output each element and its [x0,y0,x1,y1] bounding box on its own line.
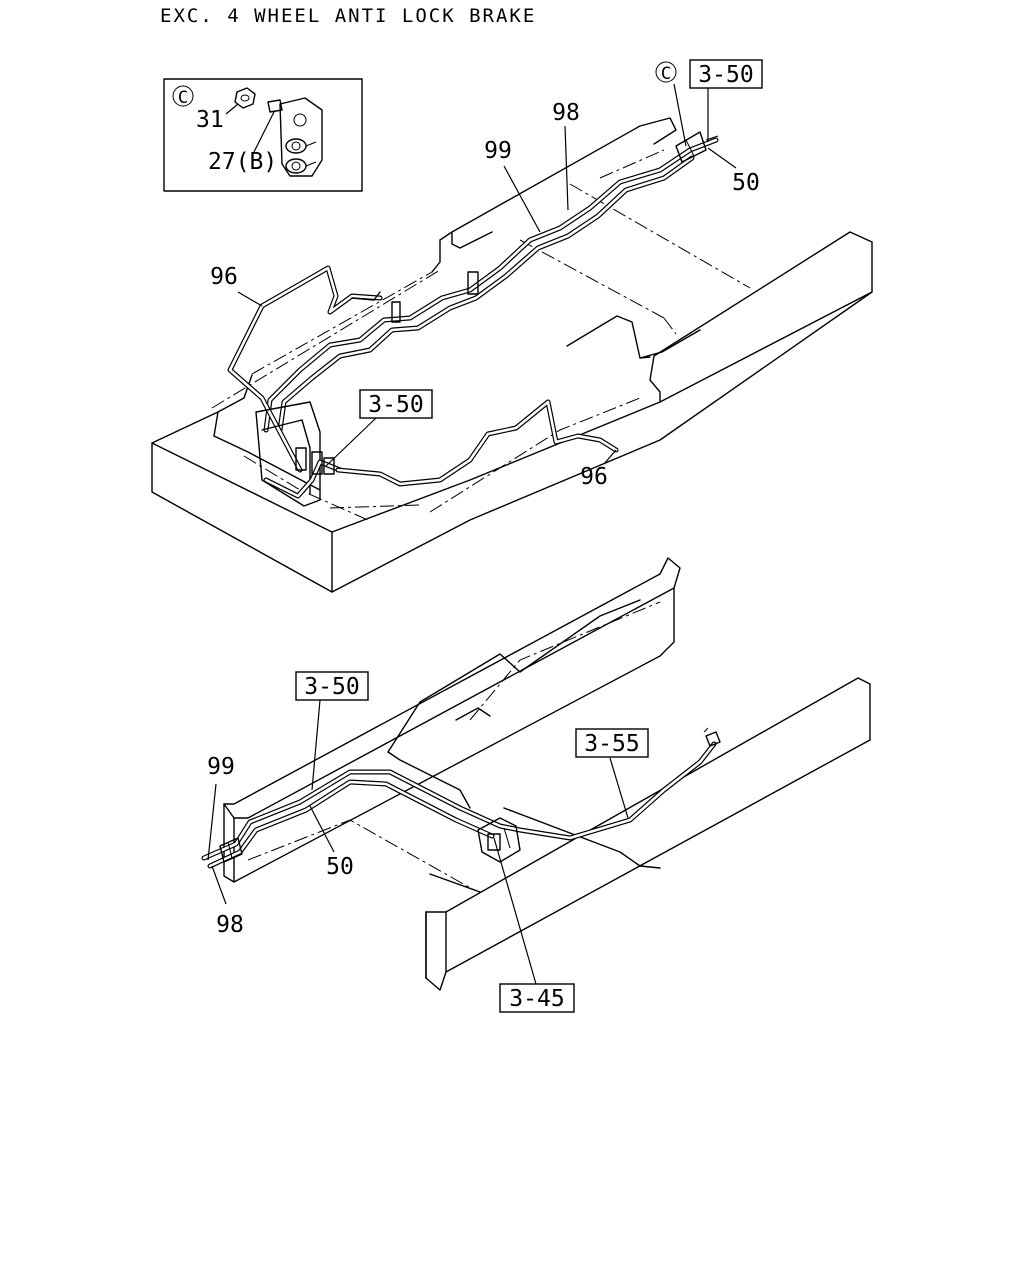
inset-circle-mark [172,85,194,107]
connector-bottom-left [219,837,243,863]
ref-box-mid: 3-50 [359,389,433,419]
label-99-bottom: 99 [207,754,235,780]
ref-mid-label: 3-50 [368,392,423,418]
top-circle-letter: C [661,64,671,84]
brake-pipe-96-right [335,399,619,487]
bottom-assembly: 3-50 3-55 3-45 99 50 98 [201,557,871,1013]
ref-bottom-label: 3-45 [509,986,564,1012]
inset-circle-letter: C [178,88,188,108]
inset-label-27b: 27(B) [208,149,277,175]
label-96-right: 96 [580,464,608,490]
brake-pipe-96-left [227,265,383,473]
frame-block [151,442,333,593]
label-98-bottom: 98 [216,912,244,938]
junction-3-45 [477,817,521,863]
label-99-top: 99 [484,138,512,164]
label-50-bottom: 50 [326,854,354,880]
label-50-top: 50 [732,170,760,196]
top-assembly: C 3-50 3-50 98 99 50 96 96 [151,59,873,593]
brake-pipe-upper [263,137,719,433]
pipe-clips [351,271,479,323]
ref-box-top: 3-50 [689,59,763,89]
top-circle-mark [655,61,677,83]
inset-detail: C 31 27(B) [163,78,363,192]
ref-bottom-left-label: 3-50 [304,674,359,700]
ref-top-label: 3-50 [698,62,753,88]
brake-pipe-lower [201,741,717,869]
ref-box-bottom-left: 3-50 [295,671,369,701]
bracket-icon [267,97,323,177]
ref-box-bottom: 3-45 [499,983,575,1013]
diagram-title: EXC. 4 WHEEL ANTI LOCK BRAKE [160,5,536,27]
ref-bottom-right-label: 3-55 [584,731,639,757]
fitting-bottom-right [703,727,721,747]
label-96-left: 96 [210,264,238,290]
nut-icon [234,87,256,109]
inset-label-31: 31 [196,107,224,133]
label-98-top: 98 [552,100,580,126]
ref-box-bottom-right: 3-55 [575,728,649,758]
